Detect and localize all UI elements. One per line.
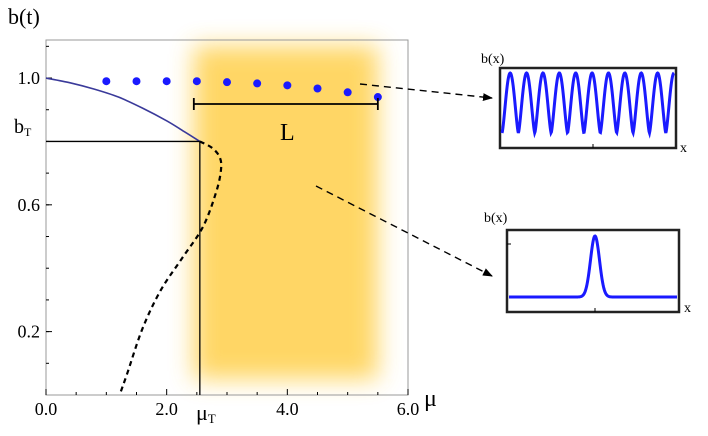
mu-threshold-symbol: μ [196, 400, 208, 425]
inset-periodic: b(x) x [481, 52, 687, 156]
x-axis-label: μ [424, 386, 437, 412]
arrow-to-single-peak [315, 185, 493, 277]
data-point [253, 79, 262, 88]
unstable-branch-curve [118, 140, 223, 396]
y-tick-label: 0.2 [18, 322, 41, 342]
inset-single-peak-ylabel: b(x) [484, 211, 508, 226]
inset-single-peak: b(x) x [484, 211, 691, 316]
threshold-lines [46, 140, 201, 395]
interval-label: L [280, 120, 295, 146]
data-point [102, 77, 111, 86]
mu-threshold-subscript: T [208, 411, 216, 426]
x-tick-label: 0.0 [35, 399, 58, 419]
axis-ticks [45, 45, 409, 395]
arrows [315, 83, 493, 277]
stable-branch-curve [45, 77, 201, 143]
arrow-to-periodic [359, 83, 493, 102]
data-point [162, 77, 171, 86]
inset-periodic-xlabel: x [680, 141, 687, 156]
y-axis-label: b(t) [8, 4, 40, 29]
inset-periodic-ylabel: b(x) [481, 52, 505, 67]
shaded-region [193, 46, 378, 379]
data-point [192, 77, 201, 86]
inset-periodic-curve [500, 71, 675, 139]
inset-single-peak-curve [509, 234, 677, 299]
mu-threshold-label: μT [196, 400, 216, 426]
inset-single-peak-xlabel: x [684, 301, 691, 316]
data-point [283, 81, 292, 90]
data-point [132, 77, 141, 86]
dots-series [102, 77, 382, 102]
data-point [343, 88, 352, 97]
b-threshold-label: bT [14, 116, 32, 139]
data-point [223, 78, 231, 87]
b-threshold-symbol: b [14, 116, 24, 138]
y-tick-label: 1.0 [18, 68, 41, 88]
x-tick-label: 4.0 [276, 399, 299, 419]
data-point [313, 84, 322, 93]
x-tick-label: 6.0 [397, 399, 420, 419]
y-tick-label: 0.6 [18, 195, 41, 215]
data-point [373, 93, 382, 102]
curves [45, 77, 223, 396]
b-threshold-subscript: T [24, 125, 32, 139]
x-tick-label: 2.0 [155, 399, 178, 419]
axis-tick-labels: 0.0 2.0 4.0 6.0 0.2 0.6 1.0 [18, 68, 420, 419]
interval-bar [192, 98, 379, 110]
